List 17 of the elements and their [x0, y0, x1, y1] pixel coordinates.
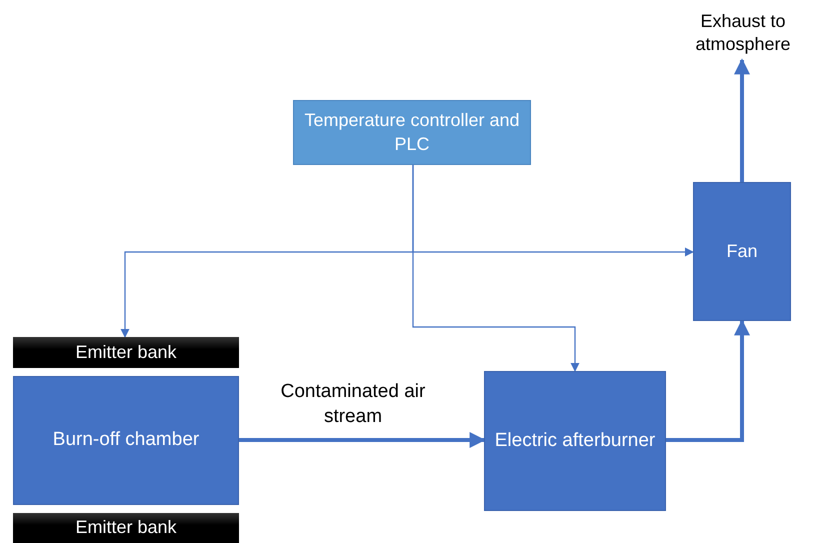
process-box [693, 182, 791, 321]
node-text: Fan [725, 240, 759, 263]
node-text: Exhaust to atmosphere [694, 10, 792, 56]
emitter-bar [13, 337, 239, 368]
process-box [484, 371, 666, 511]
node-text: Temperature controller and PLC [303, 109, 521, 156]
flow-arrow [734, 58, 750, 182]
flow-arrow [666, 319, 750, 442]
node-text: Burn-off chamber [52, 428, 200, 452]
node-text: Emitter bank [74, 340, 178, 364]
process-box [13, 376, 239, 505]
node-text: Emitter bank [74, 516, 178, 540]
controller-box [293, 100, 531, 165]
emitter-bar [13, 513, 239, 543]
flow-arrow [239, 432, 486, 448]
signal-arrow [412, 165, 580, 372]
node-text: Electric afterburner [494, 428, 656, 453]
